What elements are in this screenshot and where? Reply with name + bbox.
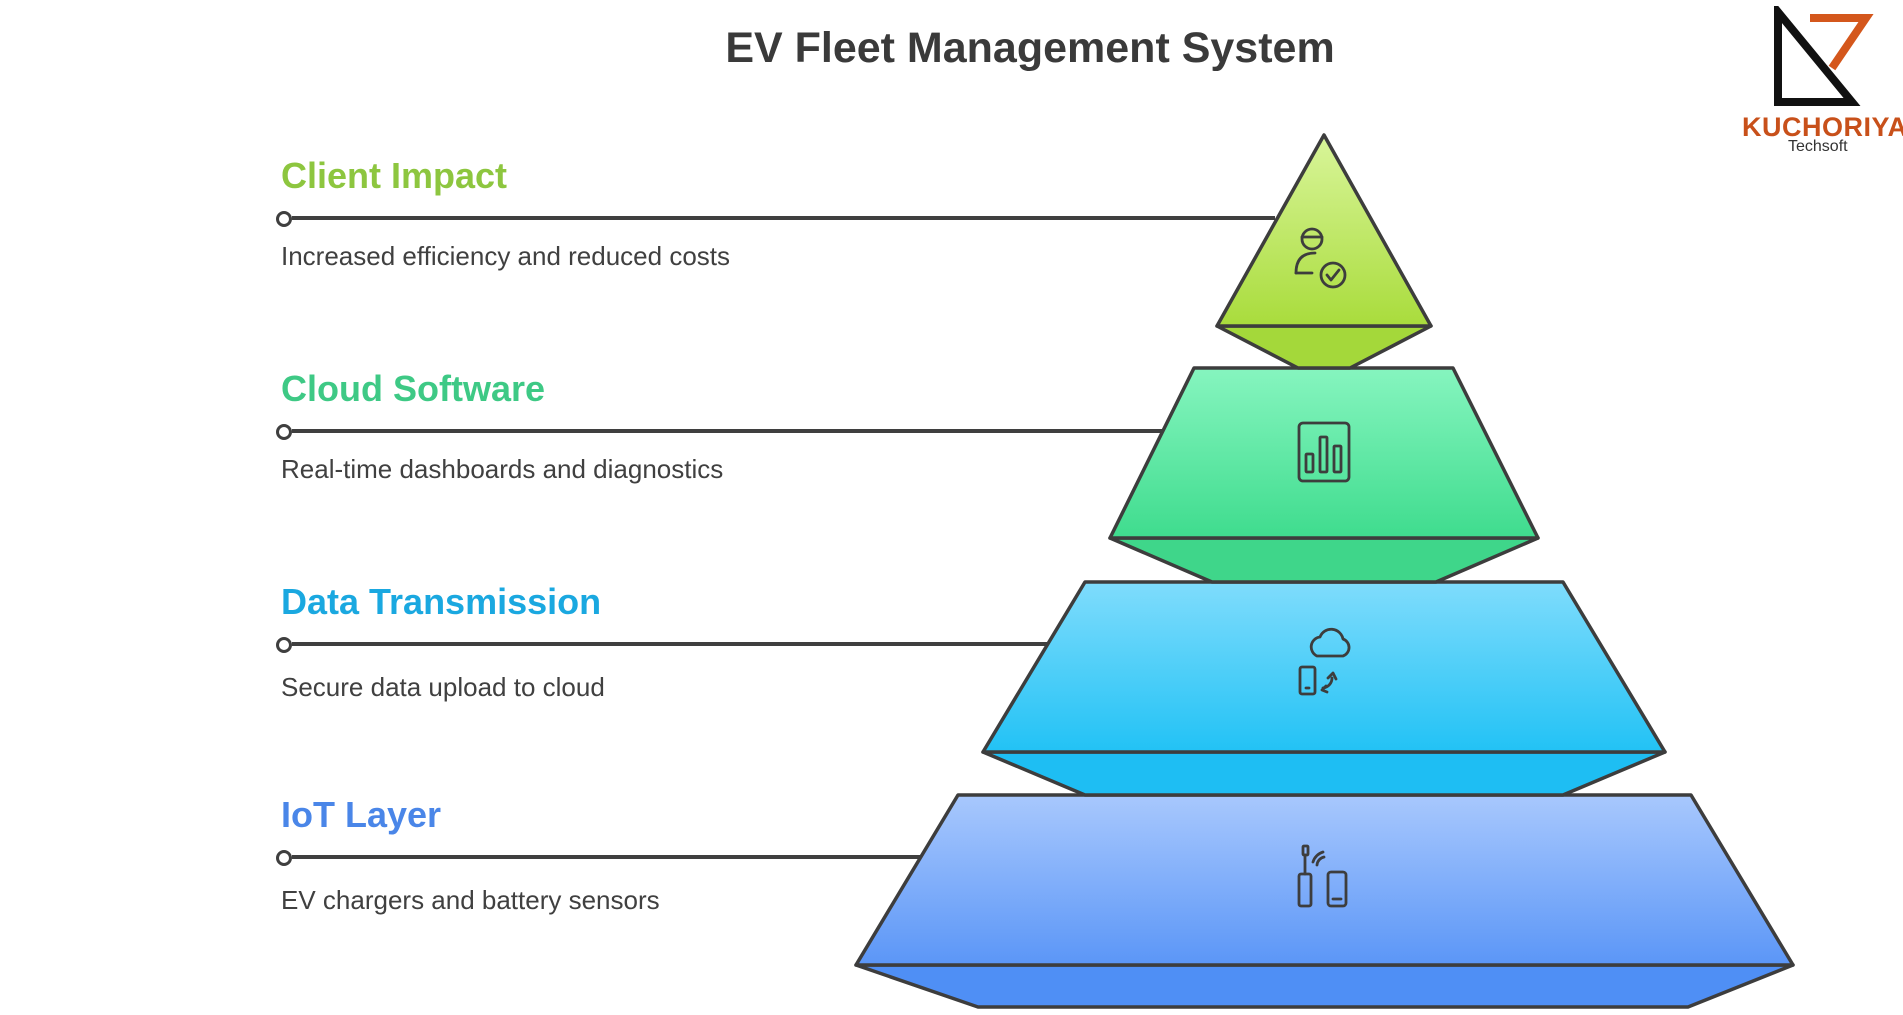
logo-name: KUCHORIYA <box>1742 112 1903 142</box>
pyramid-level-cloud <box>1108 366 1540 584</box>
layer-label: Data Transmission <box>281 581 602 622</box>
layer-label: Client Impact <box>281 155 508 196</box>
logo-subtitle: Techsoft <box>1788 138 1848 155</box>
pyramid-level-client <box>1215 133 1433 370</box>
connector-line <box>292 855 920 859</box>
pyramid-level-data <box>981 580 1667 797</box>
bar-chart-icon <box>1297 421 1351 483</box>
sensor-device-icon <box>1297 844 1348 908</box>
connector-line <box>292 429 1162 433</box>
user-check-icon <box>1294 227 1347 289</box>
layer-label: IoT Layer <box>281 794 442 835</box>
pyramid-level-iot <box>854 793 1795 1009</box>
layer-description: Increased efficiency and reduced costs <box>281 241 731 271</box>
connector-dot <box>276 637 292 653</box>
connector-dot <box>276 424 292 440</box>
layer-label: Cloud Software <box>281 368 546 409</box>
page-title: EV Fleet Management System <box>725 24 1335 72</box>
connector-dot <box>276 211 292 227</box>
cloud-sync-icon <box>1298 627 1351 696</box>
connector-line <box>292 642 1049 646</box>
connector-dot <box>276 850 292 866</box>
logo-mark-icon <box>1774 6 1874 106</box>
connector-line <box>292 216 1275 220</box>
layer-description: Secure data upload to cloud <box>281 672 605 702</box>
layer-description: Real-time dashboards and diagnostics <box>281 454 724 484</box>
layer-description: EV chargers and battery sensors <box>281 885 660 915</box>
